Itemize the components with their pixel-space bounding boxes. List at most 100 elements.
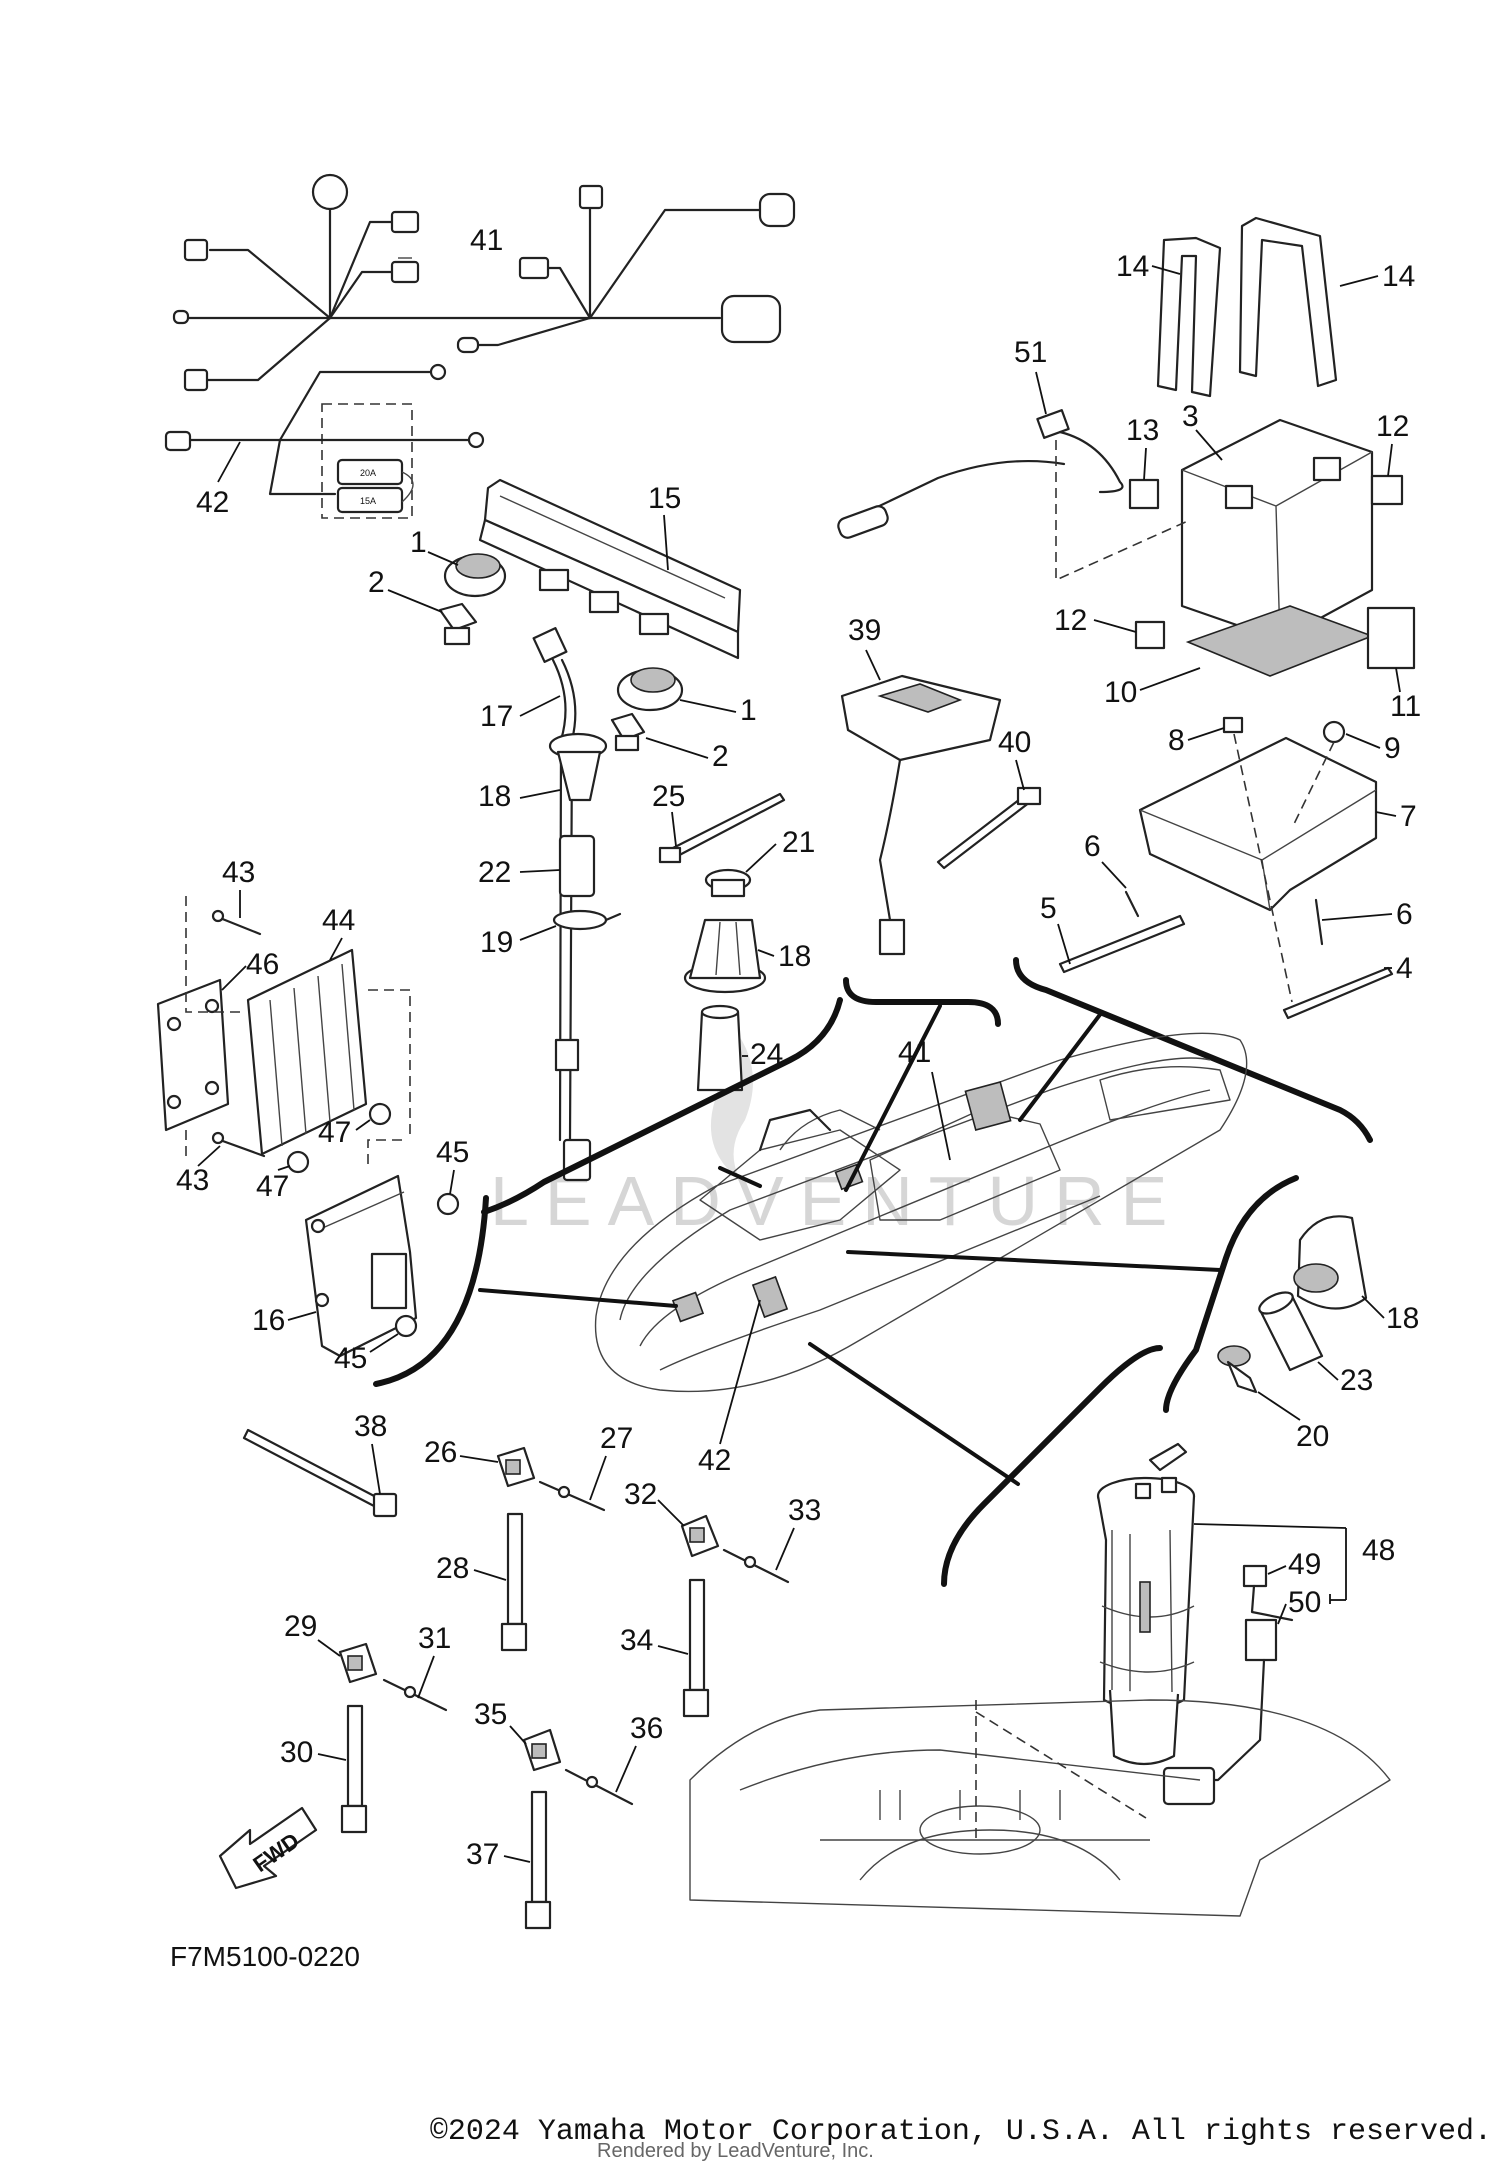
callout-8: 8	[1168, 724, 1185, 757]
clip-26	[496, 1446, 536, 1488]
nut-45-top	[436, 1192, 460, 1216]
grommet-18-cable	[548, 732, 608, 802]
sleeve-23	[1258, 1291, 1324, 1372]
group-bracket-left-top	[481, 997, 843, 1215]
callout-5: 5	[1040, 892, 1057, 925]
callout-3: 3	[1182, 400, 1199, 433]
wire-harness-41	[172, 173, 796, 392]
callout-45-top: 45	[436, 1136, 469, 1169]
callout-29: 29	[284, 1610, 317, 1643]
callout-47-left: 47	[256, 1170, 289, 1203]
callout-10: 10	[1104, 676, 1137, 709]
fuel-tank	[689, 1699, 1391, 1917]
callout-30: 30	[280, 1736, 313, 1769]
sensor-51	[837, 409, 1191, 582]
rendered-by-credit: Rendered by LeadVenture, Inc.	[597, 2140, 874, 2162]
callout-37: 37	[466, 1838, 499, 1871]
callout-26: 26	[424, 1436, 457, 1469]
callout-2-right: 2	[712, 740, 729, 773]
plate-46-group	[156, 896, 240, 1160]
callout-34: 34	[620, 1624, 653, 1657]
bolt-6-right	[1314, 898, 1324, 946]
grommet-1-left	[443, 553, 507, 598]
callout-12-bottom: 12	[1054, 604, 1087, 637]
grommet-18-right	[1293, 1215, 1368, 1310]
callout-43-top: 43	[222, 856, 255, 889]
callout-51: 51	[1014, 336, 1047, 369]
bracket-4	[1282, 966, 1394, 1020]
bolt-43-top	[211, 909, 262, 936]
tie-30	[340, 1704, 368, 1834]
callout-13: 13	[1126, 414, 1159, 447]
fuse-harness-42: 20A 15A	[164, 363, 485, 519]
pin-33	[722, 1548, 790, 1584]
callout-28: 28	[436, 1552, 469, 1585]
nut-45-bottom	[394, 1314, 418, 1338]
nut-9	[1293, 720, 1346, 825]
callout-25: 25	[652, 780, 685, 813]
fuse-20a-label: 20A	[360, 468, 376, 478]
callout-18-cable: 18	[478, 780, 511, 813]
pin-27	[538, 1480, 606, 1512]
callout-7: 7	[1400, 800, 1417, 833]
callout-40: 40	[998, 726, 1031, 759]
callout-43-bottom: 43	[176, 1164, 209, 1197]
callout-6-right: 6	[1396, 898, 1413, 931]
callout-18-right: 18	[1386, 1302, 1419, 1335]
battery-box-7	[1138, 736, 1378, 912]
clip-32	[680, 1514, 720, 1558]
harness-49	[1242, 1564, 1294, 1622]
callout-22: 22	[478, 856, 511, 889]
sleeve-24	[696, 1004, 744, 1092]
callout-47-right: 47	[318, 1116, 351, 1149]
callout-6-left: 6	[1084, 830, 1101, 863]
tie-34	[682, 1578, 710, 1718]
cable-tie-40	[936, 786, 1042, 870]
callout-33: 33	[788, 1494, 821, 1527]
callout-17: 17	[480, 700, 513, 733]
callout-38: 38	[354, 1410, 387, 1443]
callout-45-bottom: 45	[334, 1342, 367, 1375]
pad-12-bottom	[1134, 620, 1166, 650]
pin-31	[382, 1678, 448, 1712]
battery-straps-14	[1156, 216, 1338, 398]
fuel-pump-48	[1096, 1442, 1196, 1766]
copyright-notice: ©2024 Yamaha Motor Corporation, U.S.A. A…	[429, 2115, 1492, 2149]
switch-39	[840, 674, 1002, 956]
callout-49: 49	[1288, 1548, 1321, 1581]
pointer-lines	[478, 1004, 1222, 1486]
watermark: LEADVENTURE	[490, 1030, 1167, 1240]
group-bracket-right	[1013, 957, 1373, 1143]
nut-2-left	[438, 602, 478, 646]
callout-36: 36	[630, 1712, 663, 1745]
callout-50: 50	[1288, 1586, 1321, 1619]
bolt-6-left	[1124, 890, 1140, 918]
group-bracket-bottom	[941, 1345, 1163, 1587]
callout-32: 32	[624, 1478, 657, 1511]
callout-1-right: 1	[740, 694, 757, 727]
bracket-50	[1162, 1618, 1278, 1806]
fuse-15a-label: 15A	[360, 496, 376, 506]
callout-42-craft: 42	[698, 1444, 731, 1477]
watercraft-hull	[594, 1032, 1248, 1393]
bolt-43-bottom	[211, 1131, 266, 1158]
cable-tie-25	[658, 792, 786, 864]
callout-41: 41	[470, 224, 503, 257]
nut-2-right	[610, 712, 646, 752]
callout-19: 19	[480, 926, 513, 959]
callout-48: 48	[1362, 1534, 1395, 1567]
callout-14-left: 14	[1116, 250, 1149, 283]
callout-18-middle: 18	[778, 940, 811, 973]
clamp-19	[552, 909, 622, 931]
callout-31: 31	[418, 1622, 451, 1655]
cable-tie-38	[242, 1428, 398, 1518]
cap-21	[704, 868, 752, 898]
clip-29	[338, 1642, 378, 1684]
pad-12-right	[1370, 474, 1404, 506]
callout-39: 39	[848, 614, 881, 647]
clip-35	[522, 1728, 562, 1772]
callout-4: 4	[1396, 952, 1413, 985]
callout-16: 16	[252, 1304, 285, 1337]
callout-20: 20	[1296, 1420, 1329, 1453]
